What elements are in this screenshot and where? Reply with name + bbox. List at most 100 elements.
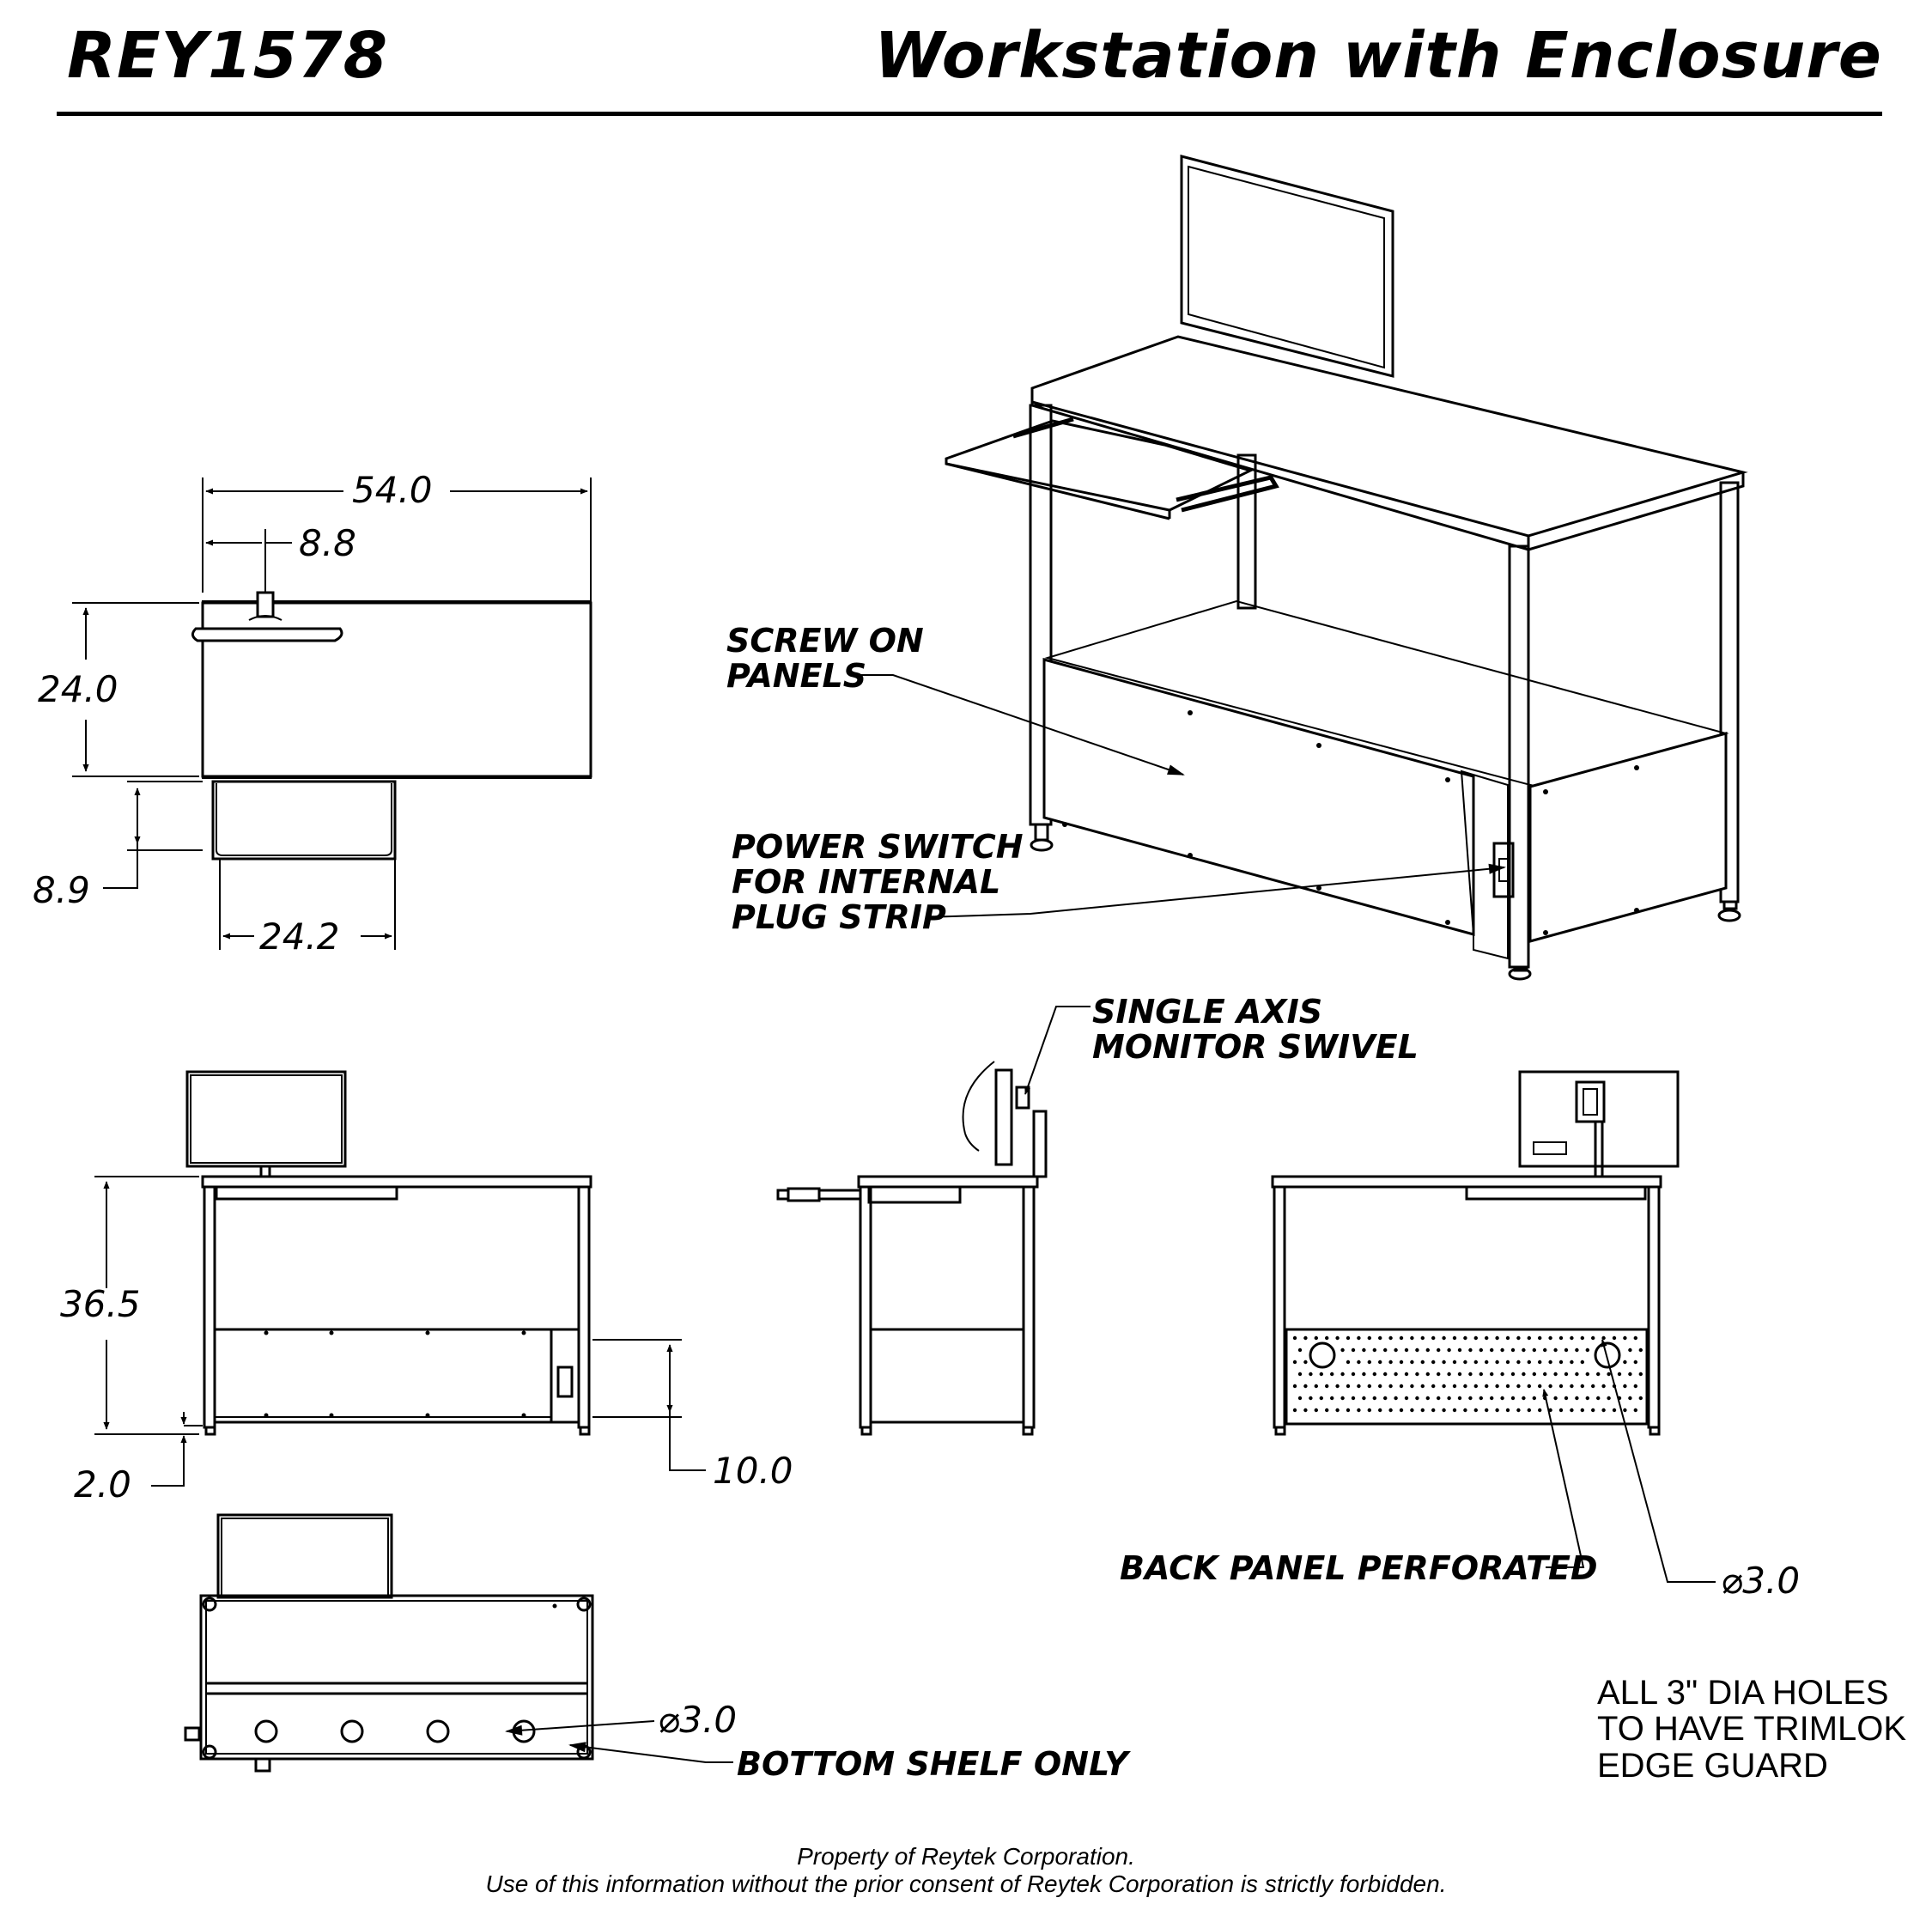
perforation-dot bbox=[1325, 1384, 1329, 1389]
perforation-dot bbox=[1516, 1335, 1521, 1341]
perforation-dot bbox=[1570, 1335, 1574, 1341]
perforation-dot bbox=[1452, 1360, 1457, 1365]
perforation-dot bbox=[1388, 1384, 1393, 1389]
perforation-dot bbox=[1516, 1384, 1521, 1389]
perforation-dot bbox=[1410, 1335, 1414, 1341]
perforation-dot bbox=[1420, 1384, 1425, 1389]
dim-back-hole: ⌀3.0 bbox=[1721, 1560, 1801, 1602]
perforation-dot bbox=[1638, 1372, 1643, 1377]
perforation-dot bbox=[1500, 1372, 1504, 1377]
perforation-dot bbox=[1473, 1335, 1479, 1341]
perforation-dot bbox=[1527, 1384, 1532, 1389]
perforation-dot bbox=[1532, 1372, 1537, 1377]
part-number: REY1578 bbox=[67, 19, 389, 93]
perforation-dot bbox=[1394, 1396, 1398, 1401]
perforation-dot bbox=[1473, 1384, 1479, 1389]
perforation-dot bbox=[1623, 1408, 1627, 1413]
top-view bbox=[72, 478, 592, 950]
perforation-dot bbox=[1404, 1347, 1409, 1353]
perforation-dot bbox=[1628, 1347, 1632, 1353]
perforation-dot bbox=[1607, 1372, 1611, 1377]
perforation-dot bbox=[1314, 1335, 1319, 1341]
perforation-dot bbox=[1383, 1396, 1388, 1401]
perforation-dot bbox=[1420, 1408, 1425, 1413]
perforation-dot bbox=[1601, 1384, 1606, 1389]
perforation-dot bbox=[1564, 1372, 1569, 1377]
perforation-dot bbox=[1437, 1347, 1441, 1353]
perforation-dot bbox=[1553, 1372, 1558, 1377]
perforation-dot bbox=[1607, 1396, 1611, 1401]
perforation-dot bbox=[1490, 1347, 1494, 1353]
dim-tray-width: 24.2 bbox=[259, 915, 340, 958]
perforation-dot bbox=[1340, 1347, 1345, 1353]
perforation-dot bbox=[1543, 1347, 1547, 1353]
perforation-dot bbox=[1479, 1396, 1484, 1401]
perforation-dot bbox=[1570, 1384, 1574, 1389]
perforation-dot bbox=[1516, 1360, 1521, 1365]
perforation-dot bbox=[1510, 1347, 1516, 1353]
perforation-dot bbox=[1628, 1396, 1632, 1401]
perforation-dot bbox=[1415, 1372, 1419, 1377]
perforation-dot bbox=[1340, 1372, 1345, 1377]
perforation-dot bbox=[1638, 1347, 1643, 1353]
perforation-dot bbox=[1548, 1360, 1552, 1365]
perforation-dot bbox=[1330, 1396, 1334, 1401]
perforation-dot bbox=[1309, 1396, 1313, 1401]
perforation-dot bbox=[1452, 1408, 1457, 1413]
perforation-dot bbox=[1303, 1360, 1308, 1365]
perforation-dot bbox=[1437, 1372, 1441, 1377]
perforation-dot bbox=[1325, 1408, 1329, 1413]
perforation-dot bbox=[1292, 1335, 1297, 1341]
perforation-dot bbox=[1490, 1372, 1494, 1377]
perforation-dot bbox=[1612, 1335, 1617, 1341]
perforation-dot bbox=[1388, 1335, 1393, 1341]
perforation-dot bbox=[1351, 1396, 1356, 1401]
perforation-dot bbox=[1463, 1335, 1467, 1341]
perforation-dot bbox=[1442, 1335, 1446, 1341]
perforation-dot bbox=[1473, 1360, 1479, 1365]
perforation-dot bbox=[1591, 1335, 1595, 1341]
perforation-dot bbox=[1325, 1335, 1329, 1341]
perforation-dot bbox=[1585, 1396, 1590, 1401]
bottom-view bbox=[184, 1513, 733, 1773]
perforation-dot bbox=[1346, 1384, 1351, 1389]
perforation-dot bbox=[1570, 1408, 1574, 1413]
perforation-dot bbox=[1425, 1347, 1431, 1353]
perforation-dot bbox=[1601, 1408, 1606, 1413]
perforation-dot bbox=[1367, 1384, 1372, 1389]
perforation-dot bbox=[1527, 1360, 1532, 1365]
perforation-dot bbox=[1553, 1347, 1558, 1353]
perforation-dot bbox=[1431, 1360, 1436, 1365]
perforation-dot bbox=[1404, 1372, 1409, 1377]
perforation-pattern bbox=[1292, 1335, 1643, 1413]
perforation-dot bbox=[1335, 1384, 1340, 1389]
perforation-dot bbox=[1410, 1408, 1414, 1413]
side-view bbox=[776, 1006, 1091, 1436]
perforation-dot bbox=[1410, 1384, 1414, 1389]
perforation-dot bbox=[1399, 1360, 1404, 1365]
perforation-dot bbox=[1340, 1396, 1345, 1401]
perforation-dot bbox=[1553, 1396, 1558, 1401]
perforation-dot bbox=[1558, 1408, 1564, 1413]
perforation-dot bbox=[1297, 1372, 1303, 1377]
perforation-dot bbox=[1575, 1396, 1579, 1401]
perforation-dot bbox=[1548, 1335, 1552, 1341]
perforation-dot bbox=[1431, 1335, 1436, 1341]
perforation-dot bbox=[1367, 1408, 1372, 1413]
perforation-dot bbox=[1585, 1372, 1590, 1377]
perforation-dot bbox=[1596, 1372, 1601, 1377]
perforation-dot bbox=[1442, 1384, 1446, 1389]
perforation-dot bbox=[1500, 1347, 1504, 1353]
perforation-dot bbox=[1463, 1408, 1467, 1413]
perforation-dot bbox=[1468, 1347, 1473, 1353]
perforation-dot bbox=[1532, 1347, 1537, 1353]
perforation-dot bbox=[1394, 1347, 1398, 1353]
perforation-dot bbox=[1591, 1408, 1595, 1413]
perforation-dot bbox=[1335, 1408, 1340, 1413]
perforation-dot bbox=[1617, 1372, 1622, 1377]
perforation-dot bbox=[1297, 1347, 1303, 1353]
perforation-dot bbox=[1431, 1408, 1436, 1413]
perforation-dot bbox=[1510, 1396, 1516, 1401]
perforation-dot bbox=[1516, 1408, 1521, 1413]
